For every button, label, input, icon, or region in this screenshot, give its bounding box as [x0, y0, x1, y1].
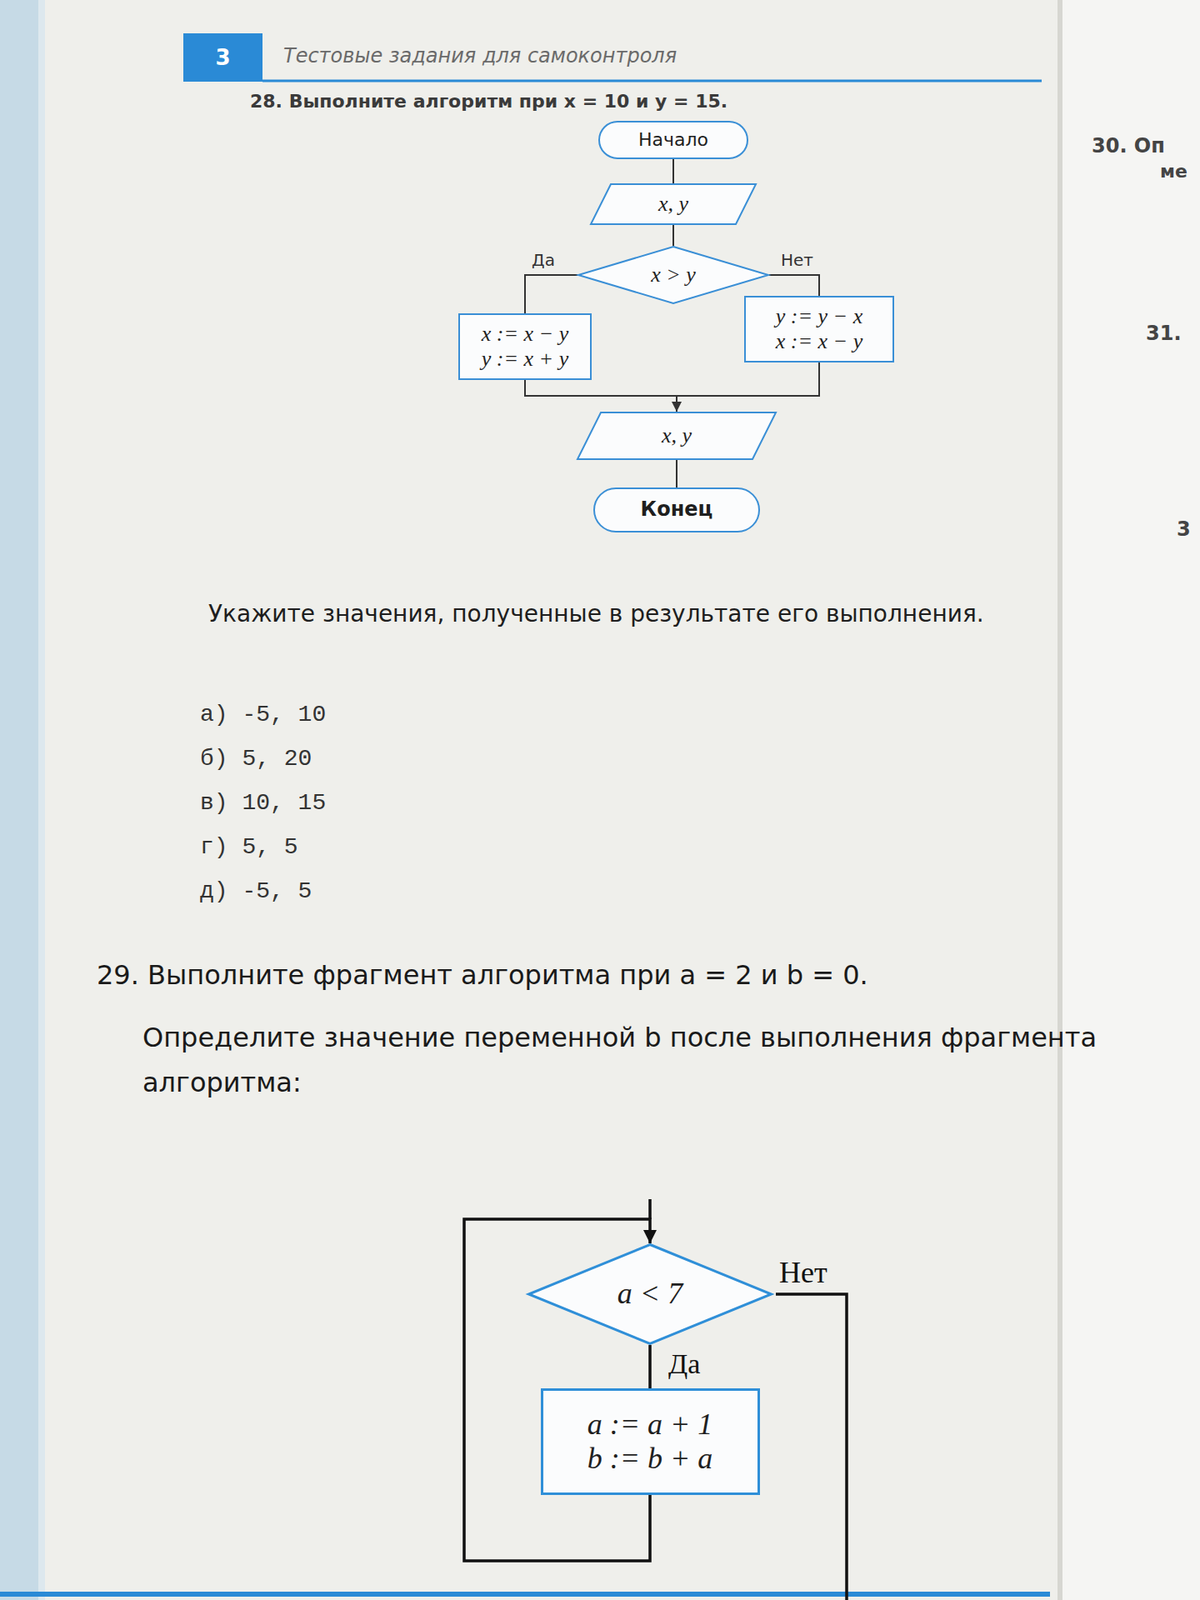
answer-option: д) -5, 5 [200, 876, 312, 906]
question-text: 29. Выполните фрагмент алгоритма при a =… [96, 958, 869, 992]
answer-option: а) -5, 10 [200, 700, 326, 730]
flow-connector [676, 362, 820, 412]
header-rule [262, 80, 1042, 83]
input-parallelogram: x, y [590, 183, 757, 225]
end-terminal-shape [594, 488, 760, 532]
decision-diamond: a < 7 [527, 1243, 773, 1345]
process-box-shape [541, 1390, 759, 1495]
node-text: Конец [640, 498, 714, 522]
question-text: 28. Выполните алгоритм при x = 10 и y = … [250, 90, 728, 114]
question-text: Определите значение переменной b после в… [142, 1015, 1160, 1105]
branch-label: Нет [779, 250, 815, 270]
page-bottom-rule [0, 1591, 1050, 1597]
start-terminal: Начало [598, 120, 749, 160]
flow-connector [675, 460, 678, 488]
running-header: Тестовые задания для самоконтроля [283, 43, 677, 69]
node-text: x > y [650, 262, 696, 288]
page-fragment: 30. Оп [1091, 133, 1165, 159]
process-box: a := a + 1 b := b + a [540, 1388, 760, 1495]
node-text: y := y − x x := x − y [771, 304, 868, 355]
decision-diamond-shape [578, 246, 769, 304]
output-parallelogram-shape [577, 412, 776, 460]
branch-label: Нет [779, 1254, 828, 1292]
node-text: x, y [658, 191, 689, 217]
decision-diamond: x > y [577, 245, 770, 305]
chapter-tab [183, 33, 263, 82]
process-box: x := x − y y := x + y [458, 313, 592, 380]
node-text: Начало [638, 129, 709, 150]
answer-option: в) 10, 15 [200, 788, 326, 818]
decision-diamond-shape [529, 1245, 772, 1345]
answer-option: б) 5, 20 [200, 744, 312, 774]
flow-connector [648, 1345, 652, 1389]
end-terminal: Конец [593, 487, 760, 533]
node-text: a < 7 [617, 1276, 683, 1311]
chapter-number: 3 [183, 33, 263, 82]
book-edge-shade [38, 0, 45, 1600]
process-box-shape [459, 314, 591, 380]
process-box: y := y − x x := x − y [744, 295, 895, 363]
answer-option: г) 5, 5 [200, 832, 299, 862]
output-parallelogram: x, y [576, 411, 777, 460]
right-page [1060, 0, 1200, 1600]
node-text: a := a + 1 b := b + a [581, 1407, 720, 1477]
branch-label: Да [666, 1348, 702, 1380]
question-text: Укажите значения, полученные в результат… [208, 596, 1009, 632]
flow-connector [672, 225, 675, 246]
input-parallelogram-shape [590, 184, 756, 225]
process-box-shape [745, 296, 894, 362]
loop-exit-line [775, 1294, 847, 1600]
start-terminal-shape [599, 121, 748, 159]
page-fold [1057, 0, 1063, 1600]
flow-connector [769, 275, 820, 296]
flow-connector [672, 159, 675, 184]
node-text: x := x − y y := x + y [477, 321, 574, 372]
book-edge [0, 0, 39, 1600]
loop-entry-line [648, 1199, 652, 1220]
page-fragment: ме [1160, 160, 1188, 184]
node-text: x, y [661, 423, 692, 449]
page-fragment: 31. [1145, 320, 1182, 346]
page-fragment: 3 [1176, 516, 1191, 542]
flow-connector [525, 380, 677, 412]
branch-label: Да [530, 250, 557, 270]
flow-connector [525, 275, 578, 314]
